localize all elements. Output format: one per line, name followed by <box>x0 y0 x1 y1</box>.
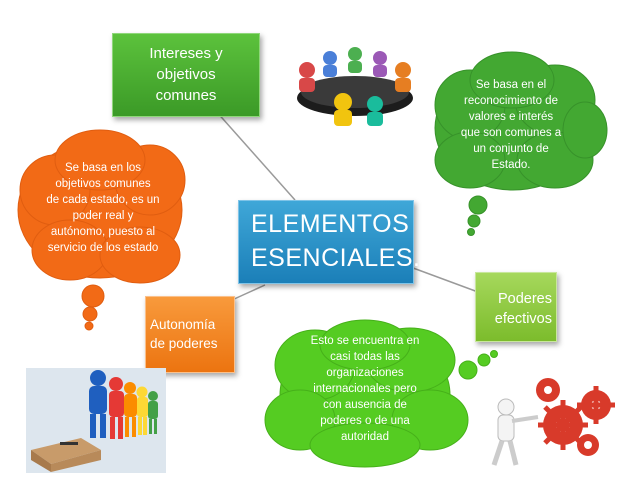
green-bottom-line-1: Esto se encuentra en <box>310 335 420 347</box>
autonomy-node: Autonomía de poderes <box>145 296 235 373</box>
orange-line-5: autónomo, puesto al <box>50 226 156 238</box>
green-bottom-line-6: poderes o de una <box>320 415 410 427</box>
voting-people-icon <box>26 368 166 473</box>
autonomy-line1: Autonomía <box>150 317 216 332</box>
interests-line3: comunes <box>155 87 217 104</box>
green-top-line-3: valores e interés <box>468 111 554 123</box>
orange-line-3: de cada estado, es un <box>46 194 160 206</box>
green-top-line-5: un conjunto de <box>473 143 549 155</box>
powers-node: Poderes efectivos <box>475 272 557 342</box>
green-bottom-line-7: autoridad <box>341 431 389 443</box>
green-top-line-2: reconocimiento de <box>464 95 558 107</box>
orange-line-2: objetivos comunes <box>55 178 151 190</box>
center-label-line2: ESENCIALES. <box>251 244 421 272</box>
powers-line2: efectivos <box>494 311 552 327</box>
orange-line-6: servicio de los estado <box>47 242 159 254</box>
orange-cloud-text: Se basa en los objetivos comunes de cada… <box>28 160 178 256</box>
green-top-line-4: que son comunes a <box>460 127 562 139</box>
orange-line-1: Se basa en los <box>64 162 142 174</box>
orange-line-4: poder real y <box>72 210 134 222</box>
interests-line1: Intereses y <box>149 45 223 62</box>
interests-node: Intereses y objetivos comunes <box>112 33 260 117</box>
green-top-line-6: Estado. <box>491 159 531 171</box>
center-node: ELEMENTOS ESENCIALES. <box>238 200 421 284</box>
green-bottom-line-5: con ausencia de <box>323 399 407 411</box>
meeting-table-icon <box>297 47 413 126</box>
green-bottom-line-4: internacionales pero <box>313 383 417 395</box>
green-top-line-1: Se basa en el <box>475 79 547 91</box>
green-top-cloud-text: Se basa en el reconocimiento de valores … <box>436 77 586 173</box>
gears-pushing-icon <box>491 378 615 466</box>
autonomy-line2: de poderes <box>150 336 218 351</box>
green-bottom-line-3: organizaciones <box>326 367 404 379</box>
green-bottom-line-2: casi todas las <box>330 351 400 363</box>
powers-line1: Poderes <box>497 291 552 307</box>
green-bottom-cloud-text: Esto se encuentra en casi todas las orga… <box>290 333 440 445</box>
interests-line2: objetivos <box>156 66 216 83</box>
center-label-line1: ELEMENTOS <box>251 210 410 238</box>
